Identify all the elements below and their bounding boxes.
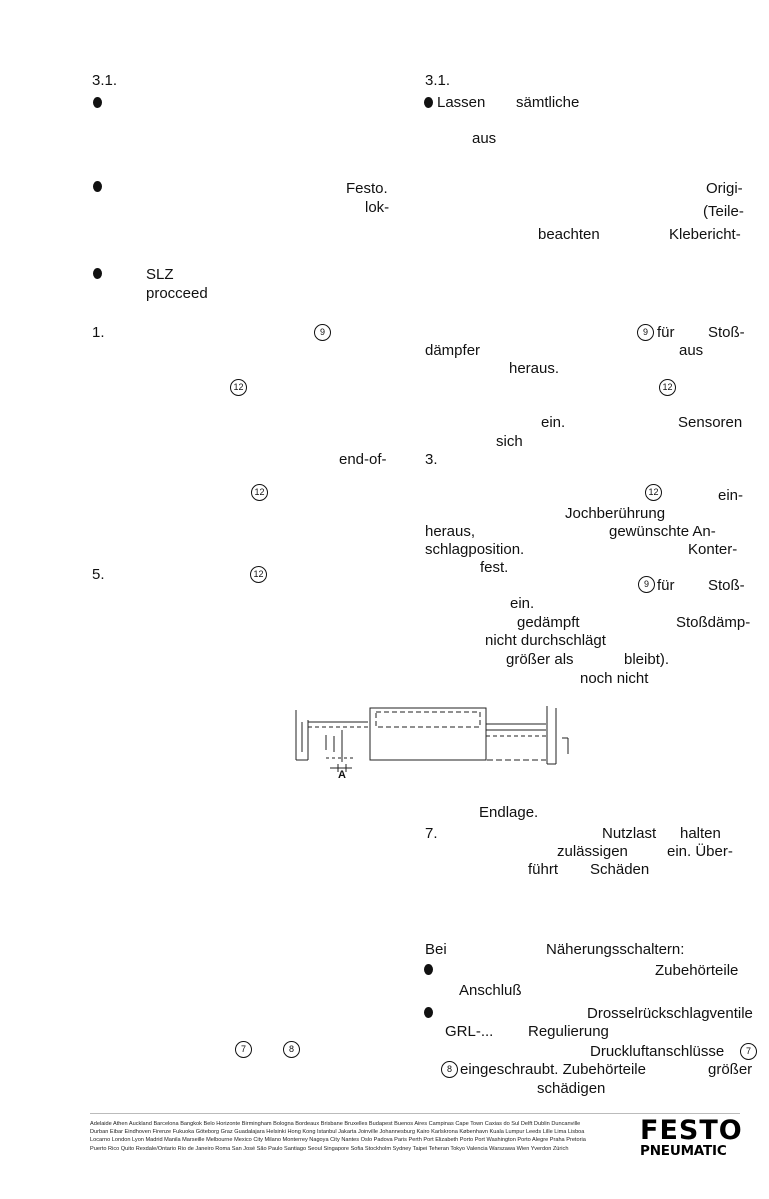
right-bei: Bei <box>425 941 447 958</box>
right-lassen: Lassen <box>437 94 486 111</box>
left-fragment-endof: end-of- <box>339 451 387 468</box>
right-klebericht: Klebericht- <box>669 226 741 243</box>
right-druckluft: Druckluftanschlüsse <box>590 1043 725 1060</box>
right-beachten: beachten <box>538 226 600 243</box>
left-fragment-slz: SLZ <box>146 266 174 283</box>
dimension-label-a: A <box>338 769 346 781</box>
right-schaeden: Schäden <box>590 861 650 878</box>
right-ein-3: ein. <box>510 595 535 612</box>
right-callout-9b: 9 <box>638 576 655 593</box>
right-naeherungsschaltern: Näherungsschaltern: <box>546 941 685 958</box>
right-zulaessigen: zulässigen <box>557 843 628 860</box>
left-callout-12b: 12 <box>251 484 268 501</box>
right-groesser-als: größer als <box>506 651 574 668</box>
left-item-1: 1. <box>92 324 105 341</box>
left-callout-12a: 12 <box>230 379 247 396</box>
right-callout-9a: 9 <box>637 324 654 341</box>
right-item-3: 3. <box>425 451 438 468</box>
right-drossel: Drosselrückschlagventile <box>587 1005 753 1022</box>
left-callout-12c: 12 <box>250 566 267 583</box>
right-bleibt: bleibt). <box>624 651 670 668</box>
right-section-number: 3.1. <box>425 72 451 89</box>
right-saemtliche: sämtliche <box>516 94 580 111</box>
right-noch-nicht: noch nicht <box>580 670 649 687</box>
left-bullet-2 <box>93 181 102 192</box>
left-bullet-3 <box>93 268 102 279</box>
left-fragment-procceed: procceed <box>146 285 208 302</box>
right-halten: halten <box>680 825 721 842</box>
right-gewuenschte: gewünschte An- <box>609 523 716 540</box>
right-aus-1: aus <box>472 130 497 147</box>
left-section-number: 3.1. <box>92 72 118 89</box>
right-heraus-2: heraus, <box>425 523 476 540</box>
right-bullet-3 <box>424 1007 433 1018</box>
cylinder-diagram: A <box>295 706 569 781</box>
right-bullet-1 <box>424 97 433 108</box>
right-sich: sich <box>496 433 523 450</box>
right-eingeschraubt: eingeschraubt. Zubehörteile <box>460 1061 646 1078</box>
right-grl: GRL-... <box>445 1023 494 1040</box>
right-teile: (Teile- <box>703 203 744 220</box>
right-sensoren: Sensoren <box>678 414 743 431</box>
right-fuehrt: führt <box>528 861 559 878</box>
right-regulierung: Regulierung <box>528 1023 609 1040</box>
right-origi: Origi- <box>706 180 743 197</box>
right-zubehoerteile-1: Zubehörteile <box>655 962 739 979</box>
logo-pneumatic-text: PNEUMATIC <box>640 1143 727 1159</box>
right-konter: Konter- <box>688 541 738 558</box>
right-callout-12a: 12 <box>659 379 676 396</box>
right-ein-2: ein- <box>718 487 744 504</box>
right-jochberuehrung: Jochberührung <box>565 505 666 522</box>
right-stoss-2: Stoß- <box>708 577 745 594</box>
right-bullet-2 <box>424 964 433 975</box>
right-schlagposition: schlagposition. <box>425 541 525 558</box>
right-stossdaemp: Stoßdämp- <box>676 614 751 631</box>
right-item-7: 7. <box>425 825 438 842</box>
right-daempfer: dämpfer <box>425 342 481 359</box>
right-fuer-2: für <box>657 577 675 594</box>
right-callout-8: 8 <box>441 1061 458 1078</box>
right-anschluss: Anschluß <box>459 982 522 999</box>
left-callout-7: 7 <box>235 1041 252 1058</box>
right-groesser: größer <box>708 1061 753 1078</box>
right-nutzlast: Nutzlast <box>602 825 657 842</box>
right-schaedigen: schädigen <box>537 1080 606 1097</box>
left-callout-9: 9 <box>314 324 331 341</box>
footer-rule <box>90 1113 740 1114</box>
right-ein-ueber: ein. Über- <box>667 843 733 860</box>
right-fest: fest. <box>480 559 509 576</box>
right-fuer-1: für <box>657 324 675 341</box>
right-aus-2: aus <box>679 342 704 359</box>
left-item-5: 5. <box>92 566 105 583</box>
left-fragment-lok: lok- <box>365 199 390 216</box>
right-nicht-durchschlaegt: nicht durchschlägt <box>485 632 606 649</box>
logo-festo-text: FESTO <box>640 1115 743 1146</box>
left-bullet-1 <box>93 97 102 108</box>
right-endlage: Endlage. <box>479 804 539 821</box>
footer-city-list: Adelaide Athen Auckland Barcelona Bangko… <box>90 1121 586 1152</box>
right-gedaempft: gedämpft <box>517 614 580 631</box>
left-callout-8: 8 <box>283 1041 300 1058</box>
right-callout-12b: 12 <box>645 484 662 501</box>
left-fragment-festo: Festo. <box>346 180 388 197</box>
right-ein-1: ein. <box>541 414 566 431</box>
right-stoss-1: Stoß- <box>708 324 745 341</box>
right-heraus-1: heraus. <box>509 360 560 377</box>
right-callout-7: 7 <box>740 1043 757 1060</box>
festo-logo: FESTO PNEUMATIC <box>640 1115 744 1159</box>
